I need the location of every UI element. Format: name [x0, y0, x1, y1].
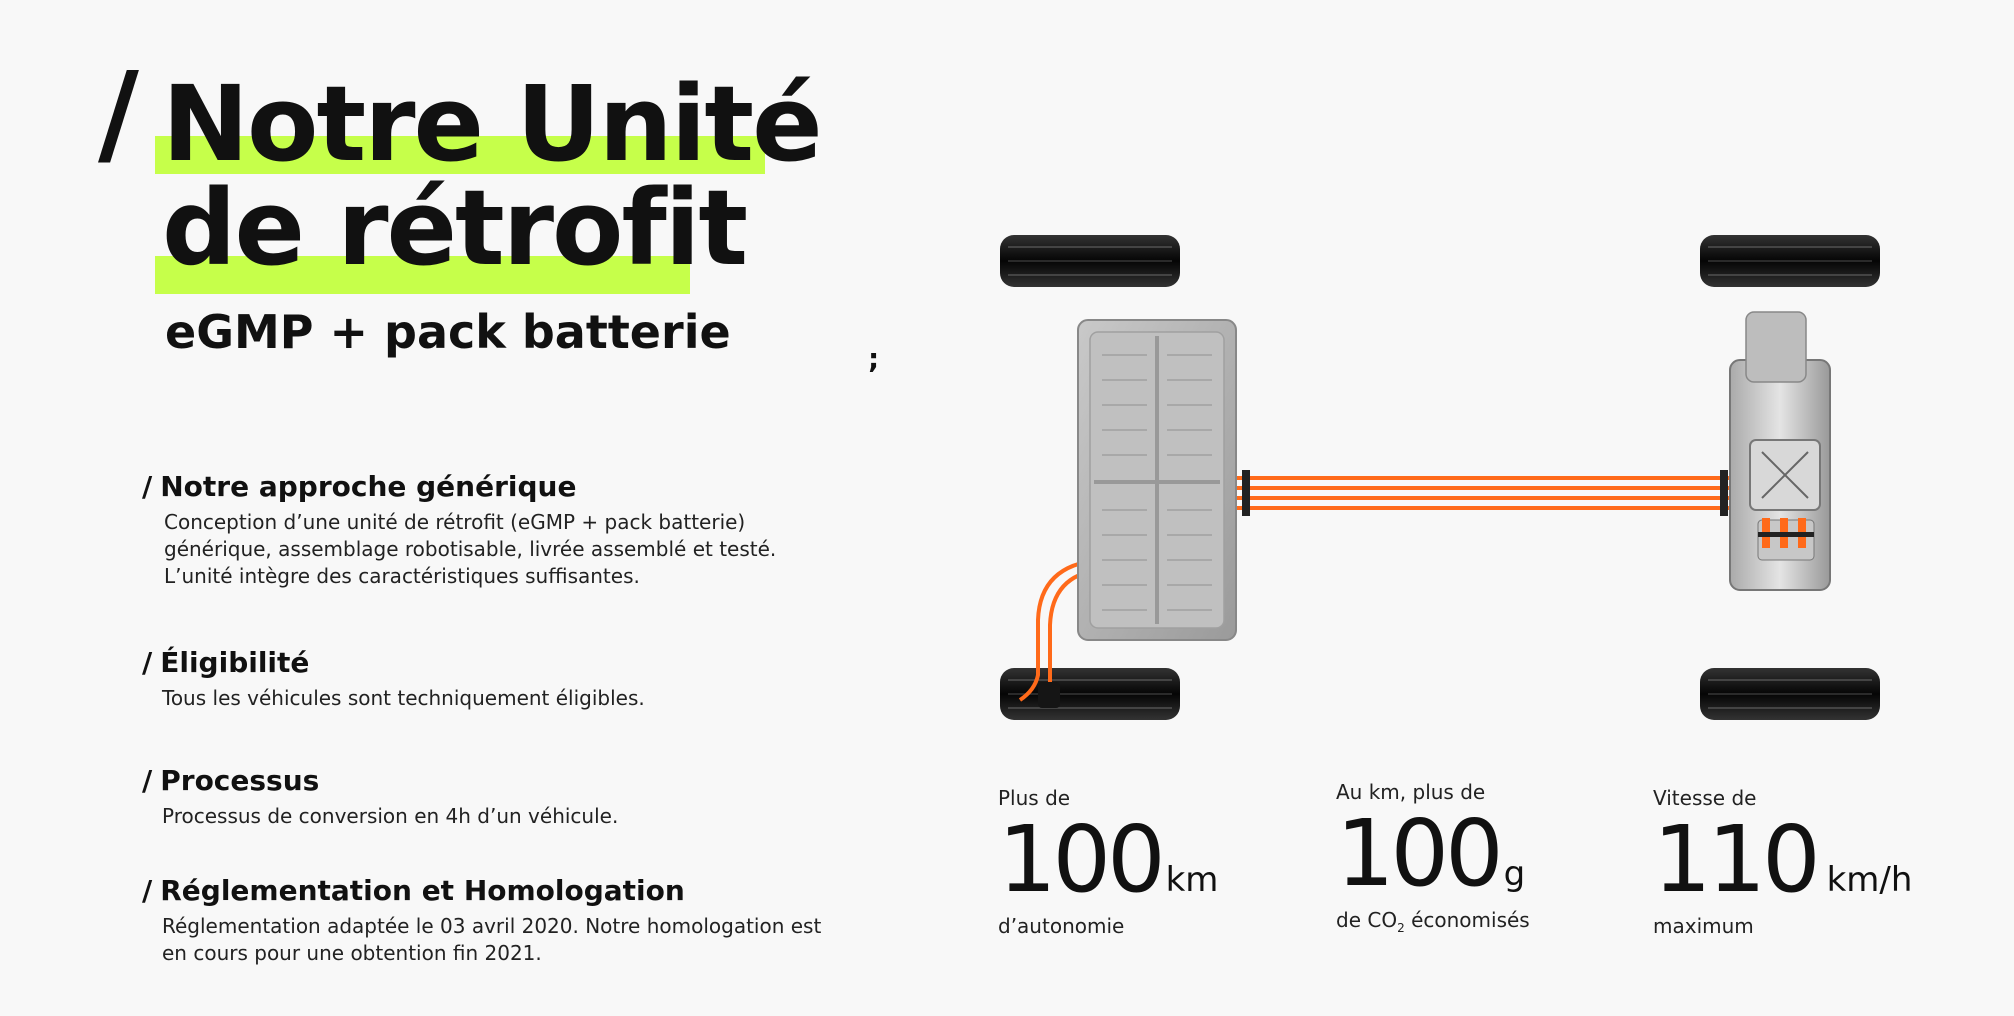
stat-suffix: d’autonomie — [998, 914, 1125, 938]
section-line: Tous les véhicules sont techniquement él… — [162, 686, 645, 710]
section-body: Processus de conversion en 4h d’un véhic… — [162, 803, 842, 830]
charge-connector — [1038, 682, 1060, 708]
stat-prefix: Plus de — [998, 786, 1071, 810]
section-line: générique, assemblage robotisable, livré… — [164, 537, 777, 561]
motor-unit — [1729, 311, 1831, 591]
stat-co2: Au km, plus de 100 g de CO2 économisés — [1336, 780, 1530, 935]
stat-prefix: Vitesse de — [1653, 786, 1757, 810]
page-title: Notre Unité de rétrofit — [150, 60, 823, 294]
battery-pack — [1077, 319, 1237, 641]
stat-suffix: de CO2 économisés — [1336, 908, 1530, 935]
stat-value: 100 — [998, 806, 1166, 913]
stray-glyph: ; — [868, 342, 880, 375]
section-processus: /Processus Processus de conversion en 4h… — [142, 764, 842, 830]
section-line: en cours pour une obtention fin 2021. — [162, 941, 542, 965]
title-slash: / — [98, 49, 139, 179]
title-highlight-2 — [155, 256, 690, 294]
section-line: Réglementation adaptée le 03 avril 2020.… — [162, 914, 822, 938]
stat-unit: g — [1503, 854, 1526, 894]
stat-prefix: Au km, plus de — [1336, 780, 1486, 804]
chassis-illustration — [1000, 235, 1880, 720]
section-heading: /Réglementation et Homologation — [142, 874, 685, 907]
stat-autonomie: Plus de 100 km d’autonomie — [998, 786, 1218, 938]
section-body: Réglementation adaptée le 03 avril 2020.… — [162, 913, 842, 967]
section-eligibilite: /Éligibilité Tous les véhicules sont tec… — [142, 646, 842, 712]
stat-value: 110 — [1653, 806, 1821, 913]
title-line-2: de rétrofit — [162, 167, 748, 289]
stat-unit: km — [1165, 860, 1219, 900]
power-cables — [1230, 476, 1730, 510]
title-line-1: Notre Unité — [162, 63, 823, 185]
title-highlight-1 — [155, 136, 765, 174]
section-body: Tous les véhicules sont techniquement él… — [162, 685, 842, 712]
tire-front-left — [1000, 235, 1180, 287]
stat-unit: km/h — [1826, 860, 1913, 900]
tire-front-right — [1700, 235, 1880, 287]
section-reglementation: /Réglementation et Homologation Réglemen… — [142, 874, 842, 967]
tire-rear-right — [1700, 668, 1880, 720]
stat-value: 100 — [1336, 800, 1504, 907]
section-heading: /Notre approche générique — [142, 470, 577, 503]
section-line: L’unité intègre des caractéristiques suf… — [164, 564, 640, 588]
stat-vitesse: Vitesse de 110 km/h maximum — [1653, 786, 1912, 938]
stat-suffix: maximum — [1653, 914, 1754, 938]
section-line: Processus de conversion en 4h d’un véhic… — [162, 804, 619, 828]
subtitle: eGMP + pack batterie — [165, 305, 731, 359]
section-body: Conception d’une unité de rétrofit (eGMP… — [164, 509, 844, 590]
section-heading: /Éligibilité — [142, 646, 310, 679]
section-approche: /Notre approche générique Conception d’u… — [142, 470, 844, 590]
section-line: Conception d’une unité de rétrofit (eGMP… — [164, 510, 746, 534]
section-heading: /Processus — [142, 764, 320, 797]
